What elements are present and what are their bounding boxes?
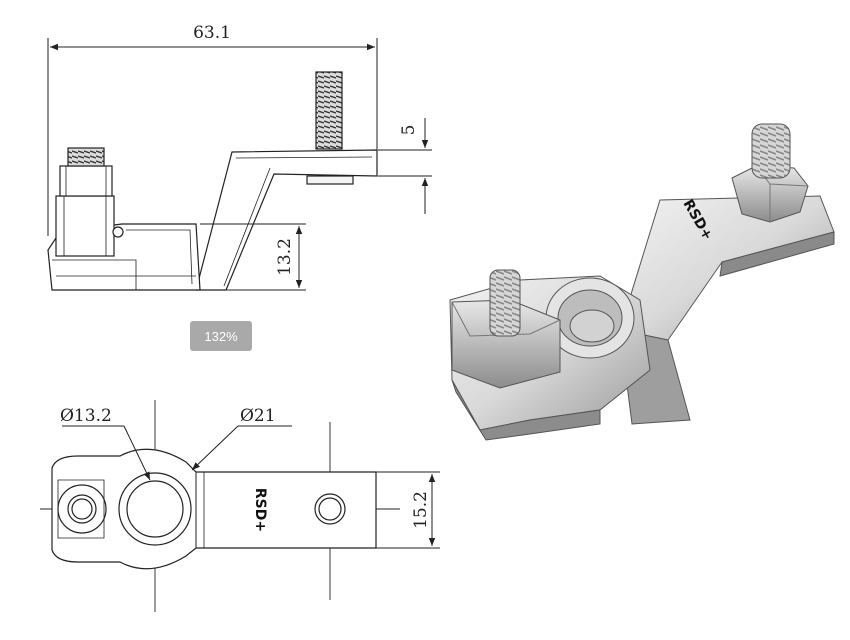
- bore-diameter-leader: [123, 425, 151, 481]
- side-nut-top: [57, 484, 107, 534]
- side-hex-nut: [55, 195, 115, 257]
- height-label: 13.2: [275, 238, 295, 276]
- iso-stud: [751, 123, 791, 179]
- overall-length-label: 63.1: [193, 23, 231, 43]
- outer-diameter-label: Ø21: [240, 406, 276, 426]
- width-label: 15.2: [411, 491, 431, 529]
- nut-under-plate: [306, 175, 354, 185]
- outer-diameter-leader: [191, 425, 239, 471]
- side-bolt-thread: [67, 147, 105, 167]
- iso-view: [449, 123, 835, 441]
- top-view-marking: RSD+: [252, 488, 268, 532]
- stud-threaded: [315, 71, 343, 150]
- iso-small-stud: [489, 269, 521, 337]
- clamp-ring: [118, 472, 192, 546]
- plate-thickness-label: 5: [399, 125, 419, 136]
- bore-hole: [126, 480, 184, 538]
- bore-diameter-label: Ø13.2: [60, 406, 112, 426]
- side-view: [47, 38, 432, 291]
- top-view: [40, 400, 440, 612]
- zoom-level-badge: 132%: [190, 321, 252, 351]
